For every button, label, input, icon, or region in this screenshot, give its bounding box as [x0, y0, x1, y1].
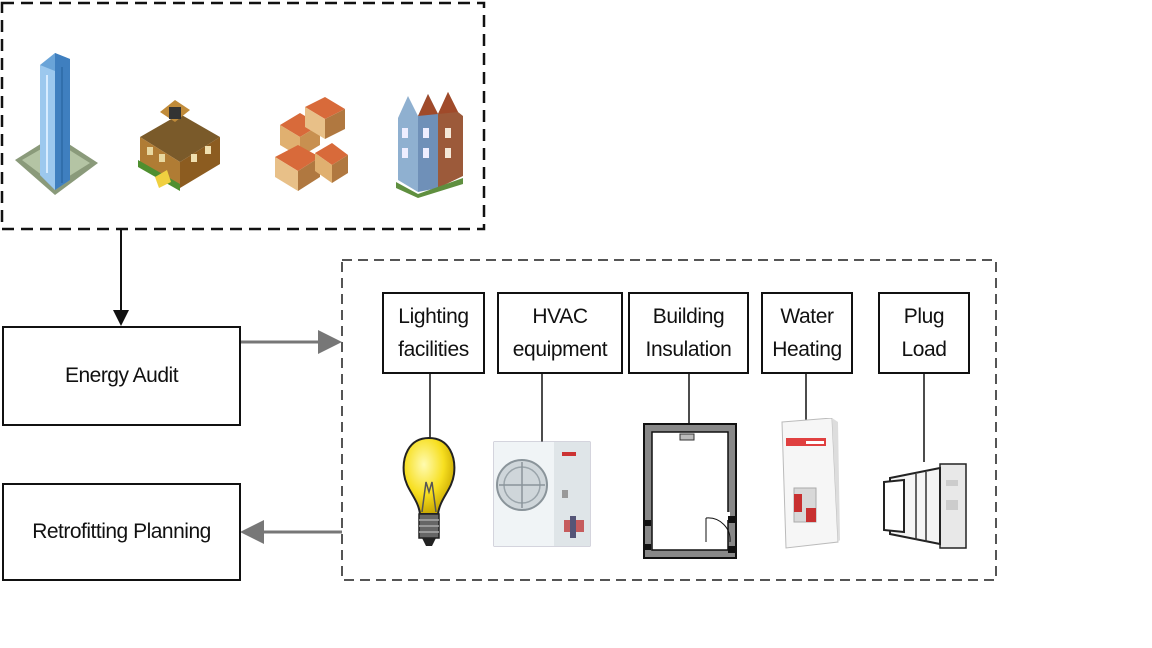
complex-building-icon [275, 97, 348, 191]
hvac-unit-icon [493, 441, 591, 547]
category-box-water-heating: Water Heating [761, 292, 853, 374]
category-box-insulation: Building Insulation [628, 292, 749, 374]
equipment-group-frame [341, 259, 997, 581]
energy-audit-box: Energy Audit [2, 326, 241, 426]
category-label-lighting: Lighting facilities [398, 305, 469, 361]
townhouse-icon [396, 92, 463, 198]
category-box-lighting: Lighting facilities [382, 292, 485, 374]
school-building-icon [138, 100, 220, 191]
light-bulb-icon [402, 436, 456, 546]
category-label-insulation: Building Insulation [645, 305, 732, 361]
category-label-hvac: HVAC equipment [512, 305, 608, 361]
building-group-frame [0, 1, 486, 231]
category-box-hvac: HVAC equipment [497, 292, 623, 374]
category-box-plug-load: Plug Load [878, 292, 970, 374]
category-label-plug-load: Plug Load [901, 305, 947, 361]
skyscraper-icon [15, 53, 98, 195]
category-label-water-heating: Water Heating [772, 305, 842, 361]
retrofitting-planning-box: Retrofitting Planning [2, 483, 241, 581]
room-floorplan-icon [643, 423, 737, 559]
water-heater-icon [781, 418, 840, 549]
retrofitting-planning-label: Retrofitting Planning [32, 520, 211, 543]
plug-device-icon [883, 463, 967, 549]
energy-audit-label: Energy Audit [64, 364, 179, 387]
